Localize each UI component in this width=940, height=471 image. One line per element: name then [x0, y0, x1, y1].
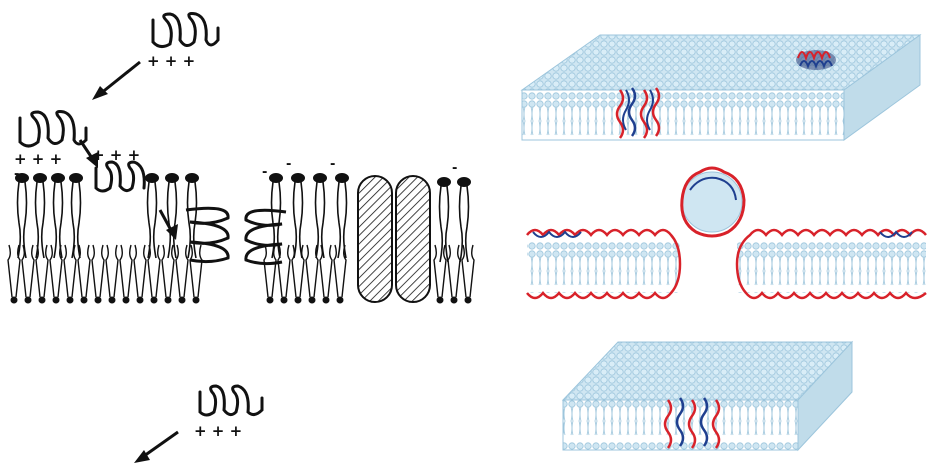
peptide-helix-bottom: + + + [194, 384, 264, 440]
model-toroidal-pore [526, 166, 927, 300]
right-membrane-models [520, 34, 927, 452]
transmembrane-protein-1 [357, 175, 393, 303]
bilayer-left: - [7, 167, 203, 305]
arrow-3 [134, 430, 179, 463]
headgroup-charge-4: - [330, 157, 335, 172]
inserting-helix-right [244, 208, 287, 266]
bilayer-right: - - - - [262, 157, 475, 305]
headgroup-charge: - [14, 167, 19, 182]
charge-label-bottom: + + + [194, 422, 242, 440]
transmembrane-protein-2 [395, 175, 431, 303]
arrow-1 [92, 60, 141, 100]
inserting-helix-left [158, 206, 230, 264]
model-barrel-stave [520, 34, 922, 141]
peptide-cluster-surface [796, 50, 836, 70]
arrow-2 [78, 139, 98, 168]
micelle [680, 166, 746, 238]
left-membrane-diagram: + + + + + + + + + [7, 12, 475, 463]
charge-label-surface: + + + [92, 146, 140, 164]
charge-label-top: + + + [147, 52, 195, 70]
peptide-helix-top: + + + [147, 12, 220, 70]
peptide-helix-surface: + + + [92, 146, 146, 193]
peptide-bundle-1 [615, 87, 661, 139]
model-carpet [561, 340, 854, 452]
headgroup-charge-3: - [286, 157, 291, 172]
peptide-bundle-2 [663, 397, 721, 449]
headgroup-charge-5: - [452, 161, 457, 176]
charge-label-middle: + + + [14, 150, 62, 168]
peptide-helix-middle: + + + [14, 110, 88, 168]
headgroup-charge-2: - [262, 165, 267, 180]
